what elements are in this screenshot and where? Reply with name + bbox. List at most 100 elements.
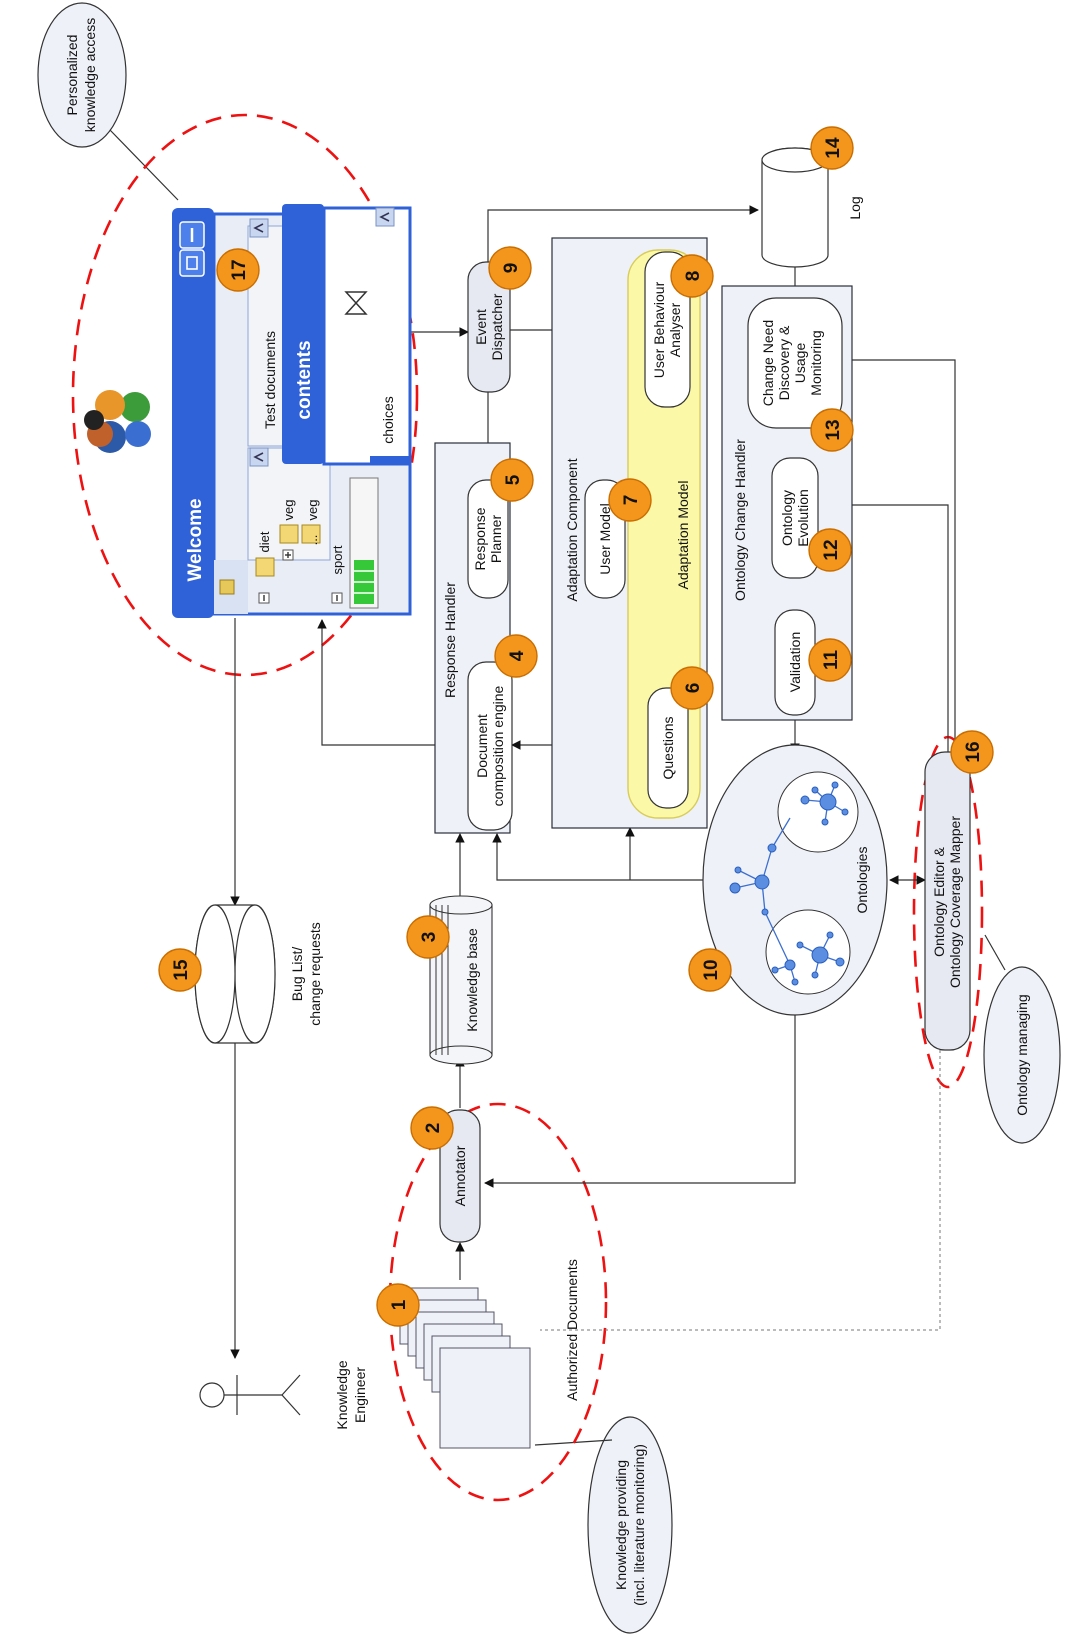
ontology-node — [771, 966, 779, 974]
callout-knowledge-providing-line2: (incl. literature monitoring) — [631, 1444, 647, 1606]
badge-16 — [950, 730, 994, 774]
callout-knowledge-providing: Knowledge providing (incl. literature mo… — [534, 1416, 673, 1634]
svg-text:7: 7 — [621, 495, 642, 506]
ontology-change-handler-label: Ontology Change Handler — [732, 439, 748, 601]
response-handler-label: Response Handler — [442, 582, 458, 698]
ontology-node — [811, 786, 819, 794]
ontology-node — [811, 946, 829, 964]
badge-12 — [808, 528, 852, 572]
ontology-node — [796, 941, 804, 949]
ontology-node — [800, 795, 810, 805]
tree-item-veg[interactable]: veg — [305, 500, 320, 521]
chevron-left-icon — [253, 452, 264, 462]
badge-13 — [810, 408, 854, 452]
svg-text:5: 5 — [503, 474, 524, 485]
badge-14 — [810, 126, 854, 170]
folder-icon — [255, 557, 275, 577]
log-store: Log — [761, 147, 863, 268]
svg-text:13: 13 — [823, 419, 844, 440]
callout-personalized-line1: Personalized — [64, 35, 80, 116]
response-planner-label-1: Response — [472, 507, 488, 570]
svg-text:12: 12 — [821, 539, 842, 560]
ontologies-label: Ontologies — [854, 847, 870, 914]
window-maximize-button[interactable] — [179, 249, 205, 277]
svg-text:14: 14 — [823, 137, 844, 159]
svg-text:2: 2 — [423, 1123, 444, 1134]
svg-text:8: 8 — [683, 271, 704, 282]
tree-item-diet[interactable]: diet — [257, 531, 272, 552]
panel-scroll-button[interactable] — [249, 218, 269, 238]
svg-text:10: 10 — [701, 959, 722, 980]
badge-7 — [608, 478, 652, 522]
annotator-label: Annotator — [452, 1145, 468, 1206]
authorized-documents-label: Authorized Documents — [564, 1259, 580, 1401]
knowledge-base: Knowledge base — [429, 895, 493, 1065]
document-composition-engine-node — [467, 661, 513, 831]
callout-ontology-managing-label: Ontology managing — [1014, 994, 1030, 1115]
callout-personalized-line2: knowledge access — [82, 18, 98, 132]
event-dispatcher-label-2: Dispatcher — [489, 293, 505, 360]
tree-item-sport[interactable]: sport — [330, 545, 345, 574]
tree-scroll-button[interactable] — [249, 447, 269, 467]
ontology-evolution-label-1: Ontology — [779, 490, 795, 546]
ontology-node — [754, 874, 770, 890]
doc-composition-label-2: composition engine — [490, 685, 506, 806]
ontology-editor-label-1: Ontology Editor & — [931, 846, 947, 956]
adaptation-model-label: Adaptation Model — [675, 481, 691, 590]
ontology-node — [821, 818, 829, 826]
panel-title: Test documents — [262, 331, 278, 429]
authorized-documents: Authorized Documents — [399, 1259, 580, 1449]
badge-4 — [494, 634, 538, 678]
ontologies: Ontologies — [702, 744, 888, 1016]
change-need-label-3: Usage — [792, 343, 808, 384]
badge-15 — [158, 948, 202, 992]
window-title: Welcome — [185, 498, 206, 581]
uba-label-1: User Behaviour — [651, 281, 667, 378]
bug-list-store: Bug List/ change requests — [194, 904, 323, 1044]
svg-text:6: 6 — [683, 683, 704, 694]
adaptation-component-label: Adaptation Component — [564, 458, 580, 601]
svg-text:16: 16 — [963, 741, 984, 762]
response-planner-node — [467, 479, 509, 599]
adaptation-component: Adaptation Component Adaptation Model Us… — [551, 237, 708, 829]
badge-9 — [488, 246, 532, 290]
event-dispatcher-label-1: Event — [473, 309, 489, 345]
knowledge-engineer-actor: Knowledge Engineer — [199, 1360, 368, 1430]
callout-knowledge-providing-line1: Knowledge providing — [613, 1460, 629, 1590]
badges: 1 2 3 4 5 6 7 8 9 10 11 12 13 14 15 16 1… — [158, 126, 994, 1327]
annotator: Annotator — [439, 1109, 481, 1243]
ontology-node — [729, 882, 741, 894]
change-need-label-1: Change Need — [760, 320, 776, 406]
badge-8 — [670, 254, 714, 298]
badge-10 — [688, 948, 732, 992]
tree-item-ellipsis: ... — [305, 535, 320, 546]
change-need-discovery-node — [747, 297, 843, 429]
knowledge-base-label: Knowledge base — [464, 928, 480, 1032]
popup-title: contents — [294, 340, 315, 419]
ontology-node — [819, 793, 837, 811]
uba-label-2: Analyser — [667, 302, 683, 357]
svg-text:4: 4 — [507, 650, 528, 661]
user-model-label: User Model — [597, 503, 613, 575]
ontology-node — [835, 957, 845, 967]
chevron-left-icon — [379, 212, 390, 222]
maximize-icon — [186, 256, 198, 270]
questions-node — [647, 687, 689, 809]
svg-text:9: 9 — [501, 263, 522, 274]
badge-2 — [410, 1106, 454, 1150]
badge-17 — [216, 248, 260, 292]
users-icon — [84, 390, 151, 453]
tree-item-veg[interactable]: veg — [281, 500, 296, 521]
ontology-node — [841, 808, 849, 816]
change-need-label-2: Discovery & — [776, 325, 792, 400]
response-handler: Response Handler Response Planner Docume… — [434, 442, 513, 834]
validation-label: Validation — [787, 632, 803, 692]
ontology-node — [734, 866, 742, 874]
badge-11 — [808, 638, 852, 682]
svg-text:1: 1 — [389, 1299, 410, 1310]
ontology-editor: Ontology Editor & Ontology Coverage Mapp… — [924, 751, 971, 1051]
favorite-icon — [219, 579, 235, 595]
popup-scroll-button[interactable] — [375, 207, 395, 227]
ontology-node — [784, 959, 796, 971]
questions-label: Questions — [660, 716, 676, 779]
